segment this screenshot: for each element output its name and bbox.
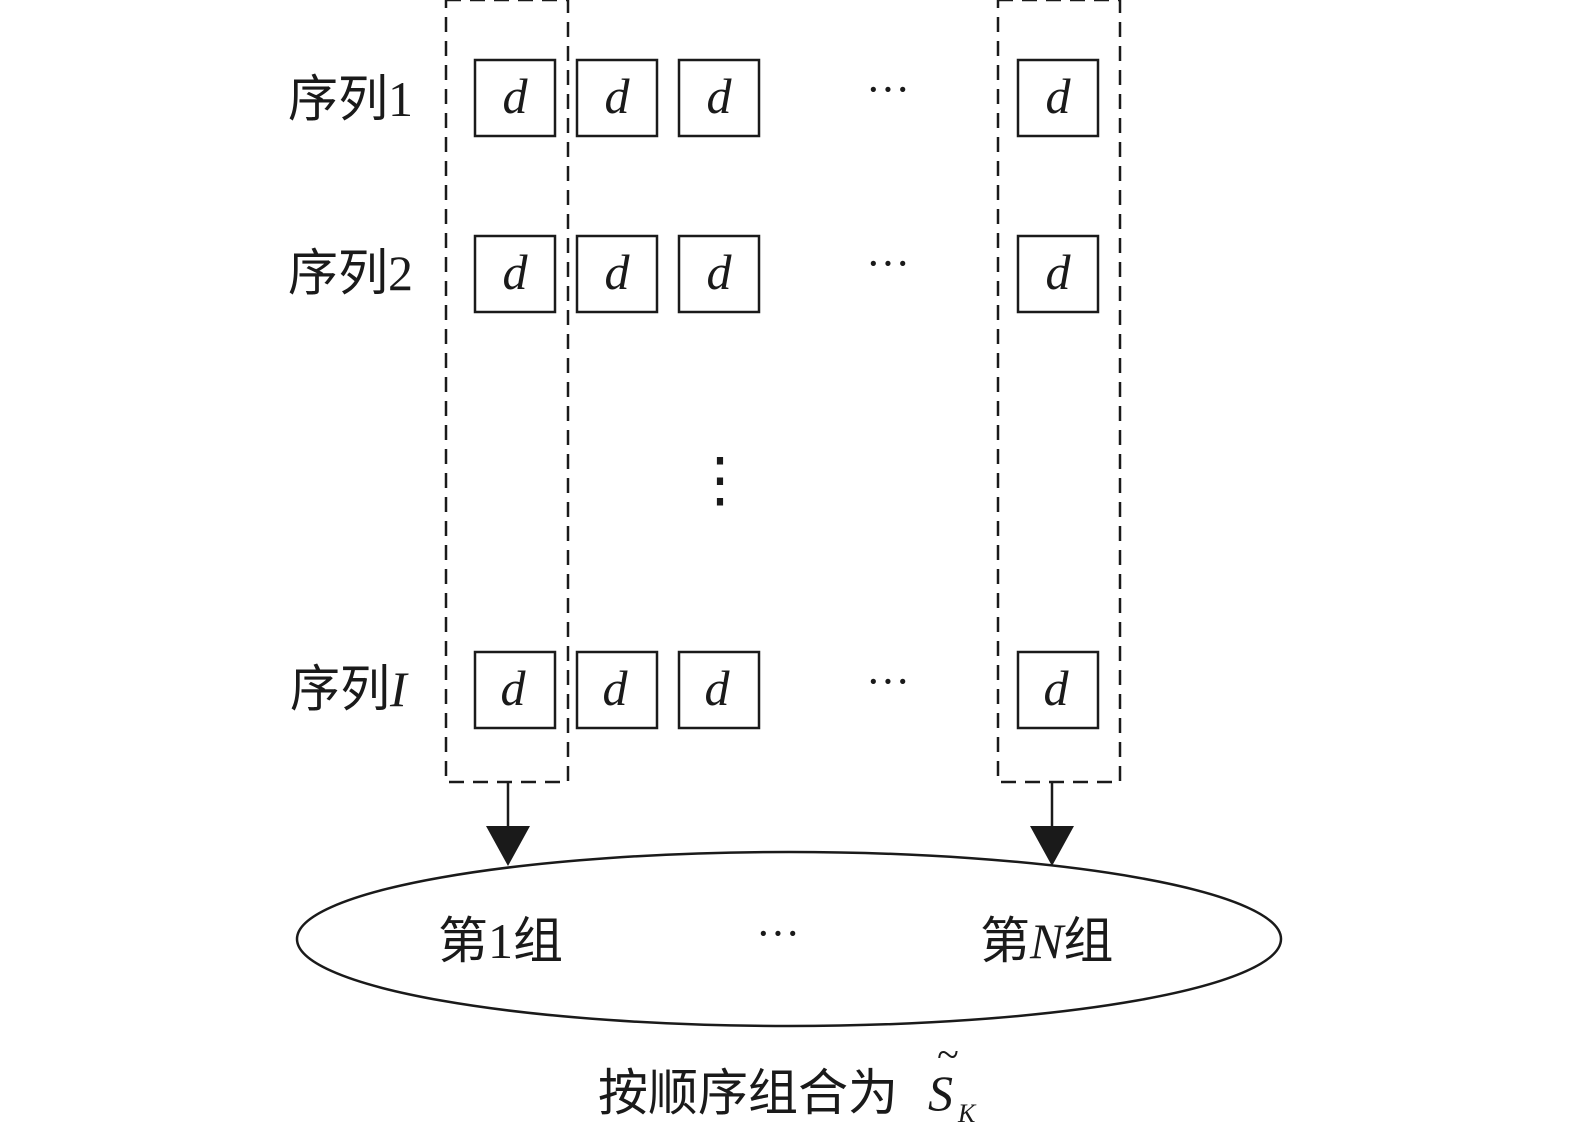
cell-symbol: d xyxy=(707,244,733,300)
cell-symbol: d xyxy=(1046,244,1072,300)
cell xyxy=(473,650,557,730)
arrow-last-group xyxy=(1030,782,1074,866)
caption-text: 按顺序组合为 xyxy=(598,1065,898,1121)
cell-symbol: d xyxy=(705,660,731,716)
row-1-cells: d d d ··· d xyxy=(473,58,1100,138)
group-label-last: 第N组 xyxy=(980,913,1113,969)
row-2-cells: d d d ··· d xyxy=(473,234,1100,314)
cell-symbol: d xyxy=(1046,68,1072,124)
cell-symbol: d xyxy=(603,660,629,716)
caption: 按顺序组合为 ~ S K xyxy=(598,1032,977,1128)
cell-symbol: d xyxy=(707,68,733,124)
groups-ellipse xyxy=(295,850,1283,1028)
cell xyxy=(473,234,557,314)
horizontal-ellipsis: ··· xyxy=(866,239,910,288)
arrow-first-group xyxy=(486,782,530,866)
cell xyxy=(1016,650,1100,730)
horizontal-ellipsis: ··· xyxy=(866,65,910,114)
caption-subscript: K xyxy=(957,1099,977,1128)
vertical-ellipsis: ⋮ xyxy=(690,447,750,513)
caption-symbol: S xyxy=(928,1065,953,1121)
cell xyxy=(1016,234,1100,314)
group-box-last xyxy=(996,0,1122,784)
cell xyxy=(677,650,761,730)
cell-symbol: d xyxy=(1044,660,1070,716)
cell-symbol: d xyxy=(503,68,529,124)
cell xyxy=(575,58,659,138)
cell xyxy=(473,58,557,138)
row-label-2: 序列2 xyxy=(288,245,413,301)
cell xyxy=(677,58,761,138)
caption-accent: ~ xyxy=(937,1032,959,1077)
cell-symbol: d xyxy=(605,68,631,124)
cell xyxy=(575,234,659,314)
row-label-1: 序列1 xyxy=(288,71,413,127)
cell xyxy=(1016,58,1100,138)
cell-symbol: d xyxy=(605,244,631,300)
cell xyxy=(677,234,761,314)
cell-symbol: d xyxy=(503,244,529,300)
cell xyxy=(575,650,659,730)
cell-symbol: d xyxy=(501,660,527,716)
horizontal-ellipsis: ··· xyxy=(866,657,910,706)
row-label-i: 序列I xyxy=(290,661,409,717)
group-label-first: 第1组 xyxy=(438,913,563,969)
group-ellipsis: ··· xyxy=(756,909,800,958)
row-i-cells: d d d ··· d xyxy=(473,650,1100,730)
